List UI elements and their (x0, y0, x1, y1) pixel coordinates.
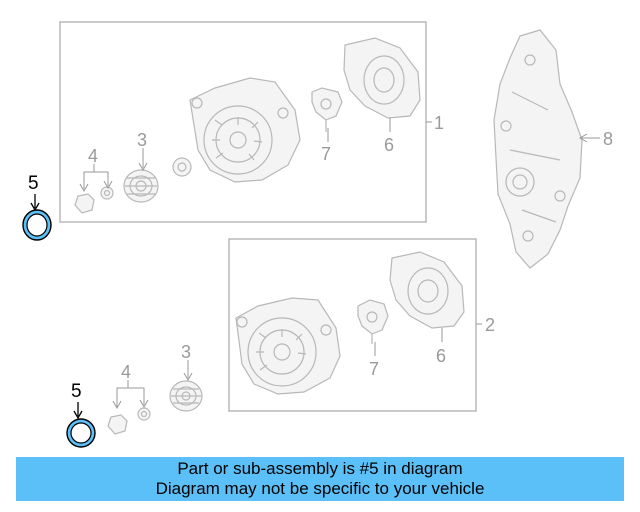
banner-line-1: Part or sub-assembly is #5 in diagram (177, 459, 463, 478)
nut-washer-upper[interactable] (74, 186, 114, 214)
callout-3-upper[interactable]: 3 (137, 130, 147, 150)
callout-3-lower[interactable]: 3 (181, 342, 191, 362)
callout-1[interactable]: 1 (434, 113, 444, 133)
mounting-bracket[interactable] (493, 29, 583, 269)
banner-line-2: Diagram may not be specific to your vehi… (155, 479, 485, 498)
callout-6-upper[interactable]: 6 (384, 135, 394, 155)
pulley-upper[interactable] (123, 169, 159, 203)
seal-ring-upper[interactable] (22, 209, 52, 241)
callout-5-lower[interactable]: 5 (71, 381, 82, 402)
callout-2[interactable]: 2 (485, 315, 495, 335)
callout-8[interactable]: 8 (603, 129, 613, 149)
callout-6-lower[interactable]: 6 (436, 346, 446, 366)
seal-ring-lower[interactable] (66, 418, 96, 448)
end-cover-upper[interactable] (343, 37, 421, 119)
callout-4-upper[interactable]: 4 (88, 146, 98, 166)
info-banner: Part or sub-assembly is #5 in diagram Di… (16, 457, 624, 501)
assembly-2-box (228, 238, 477, 412)
regulator-lower[interactable] (357, 299, 389, 344)
alternator-lower[interactable] (235, 297, 341, 395)
callout-7-lower[interactable]: 7 (369, 359, 379, 379)
regulator-upper[interactable] (311, 87, 343, 132)
callout-4-lower[interactable]: 4 (121, 362, 131, 382)
end-cover-lower[interactable] (389, 251, 465, 329)
callout-7-upper[interactable]: 7 (321, 144, 331, 164)
callout-5-upper[interactable]: 5 (28, 173, 39, 194)
pulley-lower[interactable] (169, 380, 203, 412)
spacer-ring-upper[interactable] (172, 157, 192, 177)
alternator-upper[interactable] (189, 77, 301, 183)
nut-washer-lower[interactable] (107, 407, 151, 435)
